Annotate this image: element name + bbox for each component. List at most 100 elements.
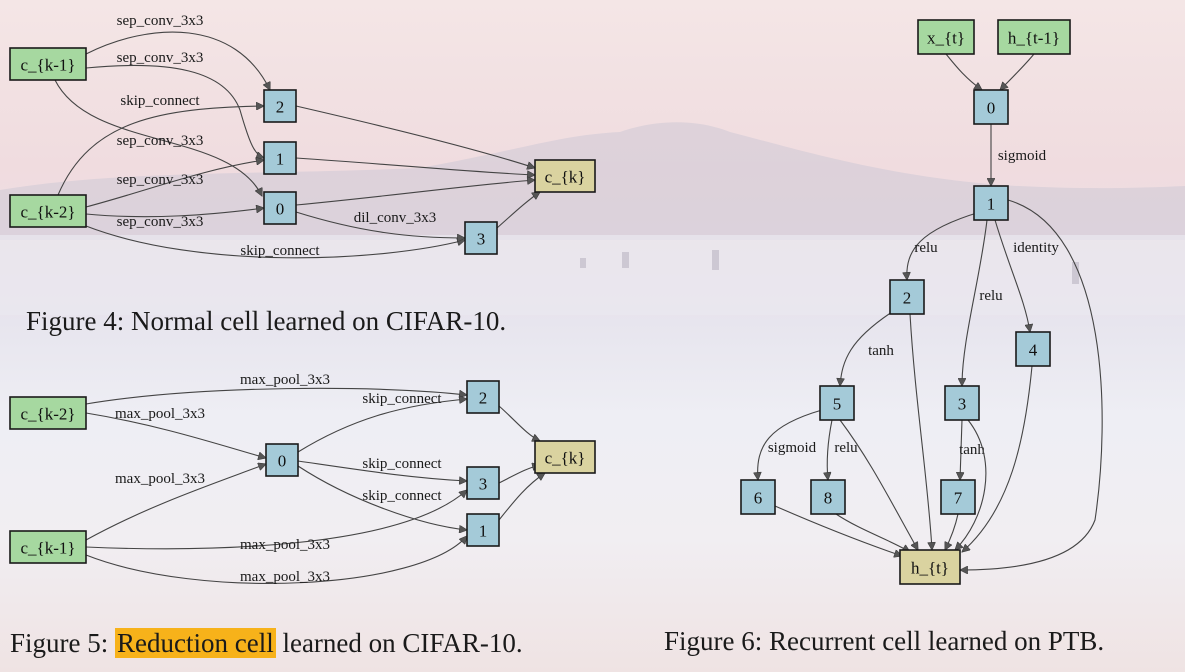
edge-n2-to-ht: [909, 313, 932, 550]
figure-6-caption: Figure 6: Recurrent cell learned on PTB.: [664, 626, 1105, 656]
edge-ck1-to-n1: [85, 536, 467, 584]
node-box: [534, 440, 596, 474]
edge-n2-to-n5: [840, 311, 893, 386]
node-label: 7: [954, 489, 963, 508]
edge-label: skip_connect: [362, 488, 442, 504]
node-box: [973, 89, 1009, 125]
edge-ck2-to-n3: [85, 225, 465, 259]
node-label: h_{t}: [911, 559, 949, 578]
edge-n2-to-ck: [498, 405, 540, 441]
pier-post: [712, 250, 719, 270]
edge-label: skip_connect: [362, 391, 442, 407]
node-n1: 1: [973, 185, 1009, 221]
edge-n3-to-ck: [498, 465, 540, 484]
figure-5-caption: Figure 5: Reduction cell learned on CIFA…: [10, 628, 523, 659]
node-box: [819, 385, 855, 421]
node-box: [534, 159, 596, 193]
nodes-layer: c_{k-1}c_{k-2}2103c_{k}c_{k-2}c_{k-1}023…: [9, 19, 1071, 585]
node-label: c_{k-2}: [20, 405, 75, 424]
edge-n5-to-n8: [827, 419, 833, 480]
node-box: [9, 396, 87, 430]
edge-n2-to-ck: [295, 105, 535, 168]
node-box: [9, 530, 87, 564]
edge-ck1-to-n0: [85, 464, 266, 541]
edge-ck2-to-n0: [85, 412, 266, 458]
node-label: 6: [754, 489, 763, 508]
edge-label: sep_conv_3x3: [117, 50, 204, 66]
edge-n1-to-ht: [960, 199, 1103, 570]
node-ck2: c_{k-2}: [9, 194, 87, 228]
edge-label: max_pool_3x3: [115, 471, 205, 487]
node-label: 2: [479, 389, 488, 408]
node-label: 4: [1029, 341, 1038, 360]
node-box: [1015, 331, 1051, 367]
node-ck2: c_{k-2}: [9, 396, 87, 430]
edge-ht1-to-n0: [1000, 53, 1035, 90]
node-box: [973, 185, 1009, 221]
edge-ck2-to-n0: [85, 208, 264, 218]
node-xt: x_{t}: [917, 19, 975, 55]
node-box: [899, 549, 961, 585]
edge-n1-to-n3: [962, 219, 988, 386]
node-n3: 3: [466, 466, 500, 500]
node-label: 5: [833, 395, 842, 414]
pier-post: [1072, 262, 1079, 284]
node-n6: 6: [740, 479, 776, 515]
node-box: [263, 89, 297, 123]
caption-prefix: Figure 5:: [10, 628, 115, 658]
node-n5: 5: [819, 385, 855, 421]
fig4-edges: sep_conv_3x3sep_conv_3x3sep_conv_3x3skip…: [54, 13, 540, 259]
node-ck: c_{k}: [534, 159, 596, 193]
edge-label: dil_conv_3x3: [354, 210, 437, 226]
node-n2: 2: [466, 380, 500, 414]
node-ck1: c_{k-1}: [9, 530, 87, 564]
node-label: h_{t-1}: [1008, 29, 1060, 48]
edge-n0-to-ck: [295, 180, 535, 206]
node-n2: 2: [263, 89, 297, 123]
edge-label: max_pool_3x3: [115, 406, 205, 422]
edge-ck2-to-n1: [85, 160, 264, 208]
edge-n0-to-n3: [295, 211, 465, 238]
edge-n6-to-ht: [774, 505, 902, 556]
edge-ck1-to-n1: [85, 64, 264, 158]
node-n7: 7: [940, 479, 976, 515]
edge-label: skip_connect: [120, 93, 200, 109]
edge-label: skip_connect: [240, 243, 320, 259]
node-label: c_{k-1}: [20, 539, 75, 558]
edge-n0-to-n3: [297, 460, 467, 481]
edge-n0-to-n2: [297, 399, 467, 453]
figure-4-caption: Figure 4: Normal cell learned on CIFAR-1…: [26, 306, 507, 336]
node-box: [9, 47, 87, 81]
node-label: 8: [824, 489, 833, 508]
edge-label: skip_connect: [362, 456, 442, 472]
edge-label: relu: [979, 288, 1003, 304]
edge-xt-to-n0: [945, 53, 982, 90]
node-label: 2: [276, 98, 285, 117]
node-n4: 4: [1015, 331, 1051, 367]
node-label: 1: [479, 522, 488, 541]
caption-suffix: learned on CIFAR-10.: [275, 628, 523, 658]
node-box: [810, 479, 846, 515]
caption-highlight: Reduction cell: [115, 628, 276, 658]
edge-label: tanh: [868, 343, 894, 359]
edge-label: relu: [834, 440, 858, 456]
edge-n3-to-n7: [960, 419, 962, 480]
node-label: 3: [958, 395, 967, 414]
edge-ck2-to-n2: [85, 387, 467, 405]
edge-label: sep_conv_3x3: [117, 13, 204, 29]
edge-label: sep_conv_3x3: [117, 133, 204, 149]
node-box: [997, 19, 1071, 55]
node-box: [263, 191, 297, 225]
node-label: c_{k-2}: [20, 203, 75, 222]
node-ht: h_{t}: [899, 549, 961, 585]
node-n3: 3: [464, 221, 498, 255]
node-n0: 0: [973, 89, 1009, 125]
edge-n3-to-ht: [955, 419, 987, 550]
edge-n5-to-n6: [758, 409, 823, 480]
node-ck: c_{k}: [534, 440, 596, 474]
node-label: x_{t}: [927, 29, 965, 48]
